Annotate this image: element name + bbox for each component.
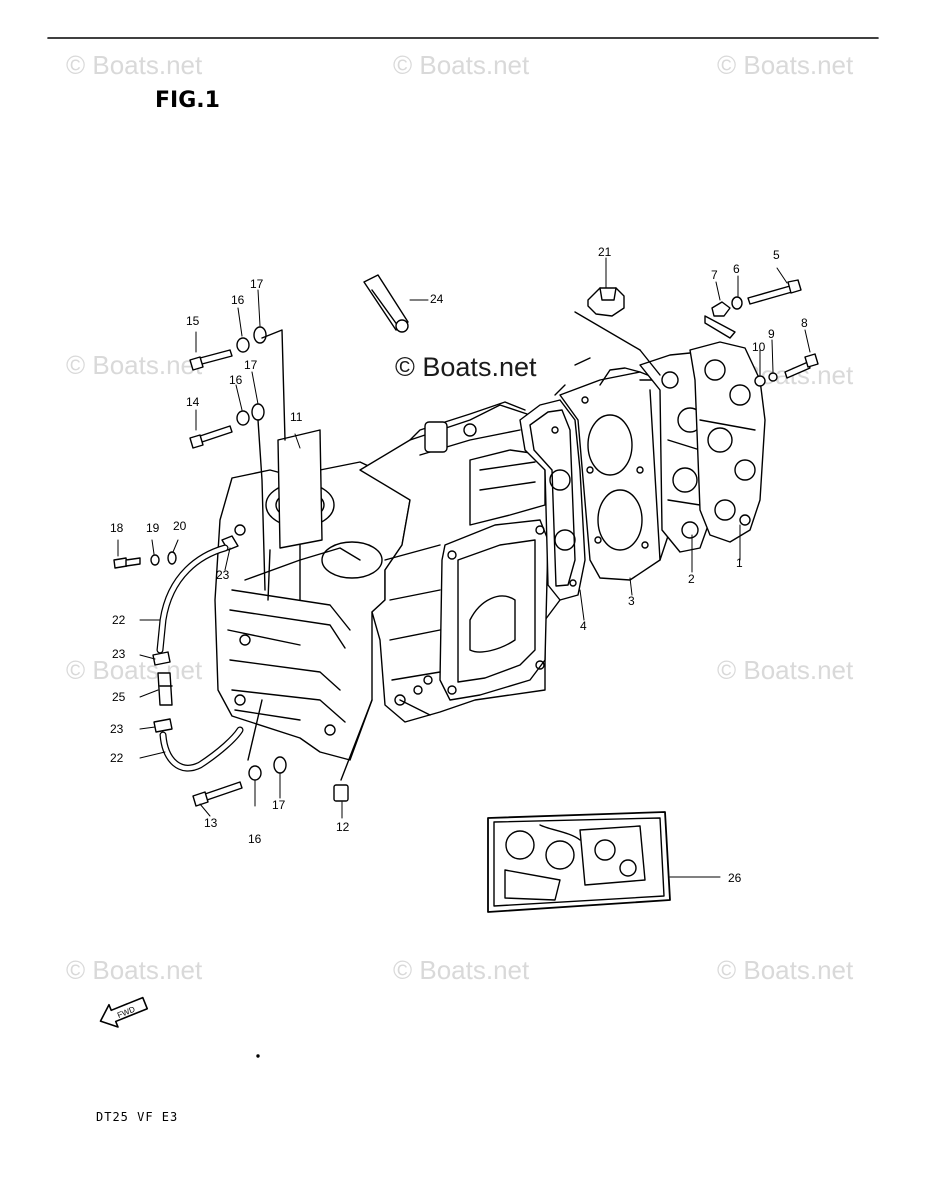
- callout-23: 23: [112, 647, 126, 661]
- forward-arrow-icon: FWD: [99, 996, 149, 1028]
- callout-11: 11: [290, 410, 303, 424]
- callout-5: 5: [773, 248, 780, 262]
- gasket-11: [277, 429, 323, 549]
- hose-22-inner: [157, 545, 228, 653]
- hose-22-inner: [160, 727, 243, 771]
- pin-24: [363, 274, 409, 333]
- callout-10: 10: [752, 340, 766, 354]
- callout-16: 16: [248, 832, 262, 846]
- callout-9: 9: [768, 327, 775, 341]
- callout-22: 22: [110, 751, 124, 765]
- watermark: © Boats.net: [393, 955, 530, 985]
- washer-20: [167, 551, 177, 565]
- bolt-5: [747, 279, 802, 305]
- nut-7: [711, 301, 731, 317]
- washer-19: [150, 554, 160, 566]
- washer-17: [251, 403, 265, 421]
- crankcase-block: [214, 401, 561, 761]
- callout-8: 8: [801, 316, 808, 330]
- nut-12: [333, 784, 349, 802]
- watermark: © Boats.net: [717, 955, 854, 985]
- callout-20: 20: [173, 519, 187, 533]
- bolt-15: [189, 349, 233, 371]
- callout-1: 1: [736, 556, 743, 570]
- callout-12: 12: [336, 820, 350, 834]
- washer-16: [236, 337, 250, 353]
- washer-16: [248, 765, 262, 781]
- guide-line: [247, 699, 263, 761]
- callout-19: 19: [146, 521, 160, 535]
- bolt-14: [189, 425, 233, 449]
- model-code: DT25 VF E3: [96, 1110, 179, 1124]
- watermark: © Boats.net: [717, 655, 854, 685]
- callout-26: 26: [728, 871, 742, 885]
- washer-6: [731, 296, 743, 310]
- washer-10: [754, 375, 766, 387]
- washer-9: [768, 372, 778, 382]
- bolt-18: [113, 557, 141, 569]
- guide-line: [704, 315, 736, 339]
- guide-line: [257, 419, 266, 591]
- gasket-2: [639, 351, 713, 553]
- plug-21: [574, 287, 661, 376]
- watermark: © Boats.net: [66, 655, 203, 685]
- guide-line: [340, 699, 373, 781]
- callout-23: 23: [216, 568, 230, 582]
- head-cover-1: [689, 341, 766, 543]
- callout-16: 16: [229, 373, 243, 387]
- watermark: © Boats.net: [66, 50, 203, 80]
- bolt-8: [784, 353, 819, 379]
- callout-2: 2: [688, 572, 695, 586]
- figure-label: FIG.1: [155, 88, 220, 113]
- callout-14: 14: [186, 395, 200, 409]
- clip-23: [153, 718, 173, 733]
- guide-line: [261, 329, 286, 441]
- watermark: © Boats.net: [393, 50, 530, 80]
- callout-15: 15: [186, 314, 200, 328]
- cylinder-head-3: [554, 357, 671, 581]
- washer-16: [236, 410, 250, 426]
- callout-22: 22: [112, 613, 126, 627]
- callout-17: 17: [250, 277, 264, 291]
- callout-25: 25: [112, 690, 126, 704]
- callout-3: 3: [628, 594, 635, 608]
- callout-7: 7: [711, 268, 718, 282]
- gasket-set-26: [487, 811, 671, 913]
- clip-23: [152, 651, 171, 666]
- center-watermark: © Boats.net: [395, 352, 537, 382]
- bolt-13: [192, 781, 243, 807]
- callout-17: 17: [244, 358, 258, 372]
- gasket-4: [519, 399, 586, 601]
- callout-17: 17: [272, 798, 286, 812]
- callout-24: 24: [430, 292, 444, 306]
- callout-6: 6: [733, 262, 740, 276]
- callout-18: 18: [110, 521, 124, 535]
- washer-17: [273, 756, 287, 774]
- watermark: © Boats.net: [66, 350, 203, 380]
- callout-16: 16: [231, 293, 245, 307]
- leader-lines: [117, 257, 811, 878]
- callout-21: 21: [598, 245, 612, 259]
- callout-23: 23: [110, 722, 124, 736]
- callout-13: 13: [204, 816, 218, 830]
- watermark: © Boats.net: [717, 50, 854, 80]
- fitting-25: [157, 672, 173, 706]
- callout-4: 4: [580, 619, 587, 633]
- washer-17: [253, 326, 267, 344]
- watermark: © Boats.net: [66, 955, 203, 985]
